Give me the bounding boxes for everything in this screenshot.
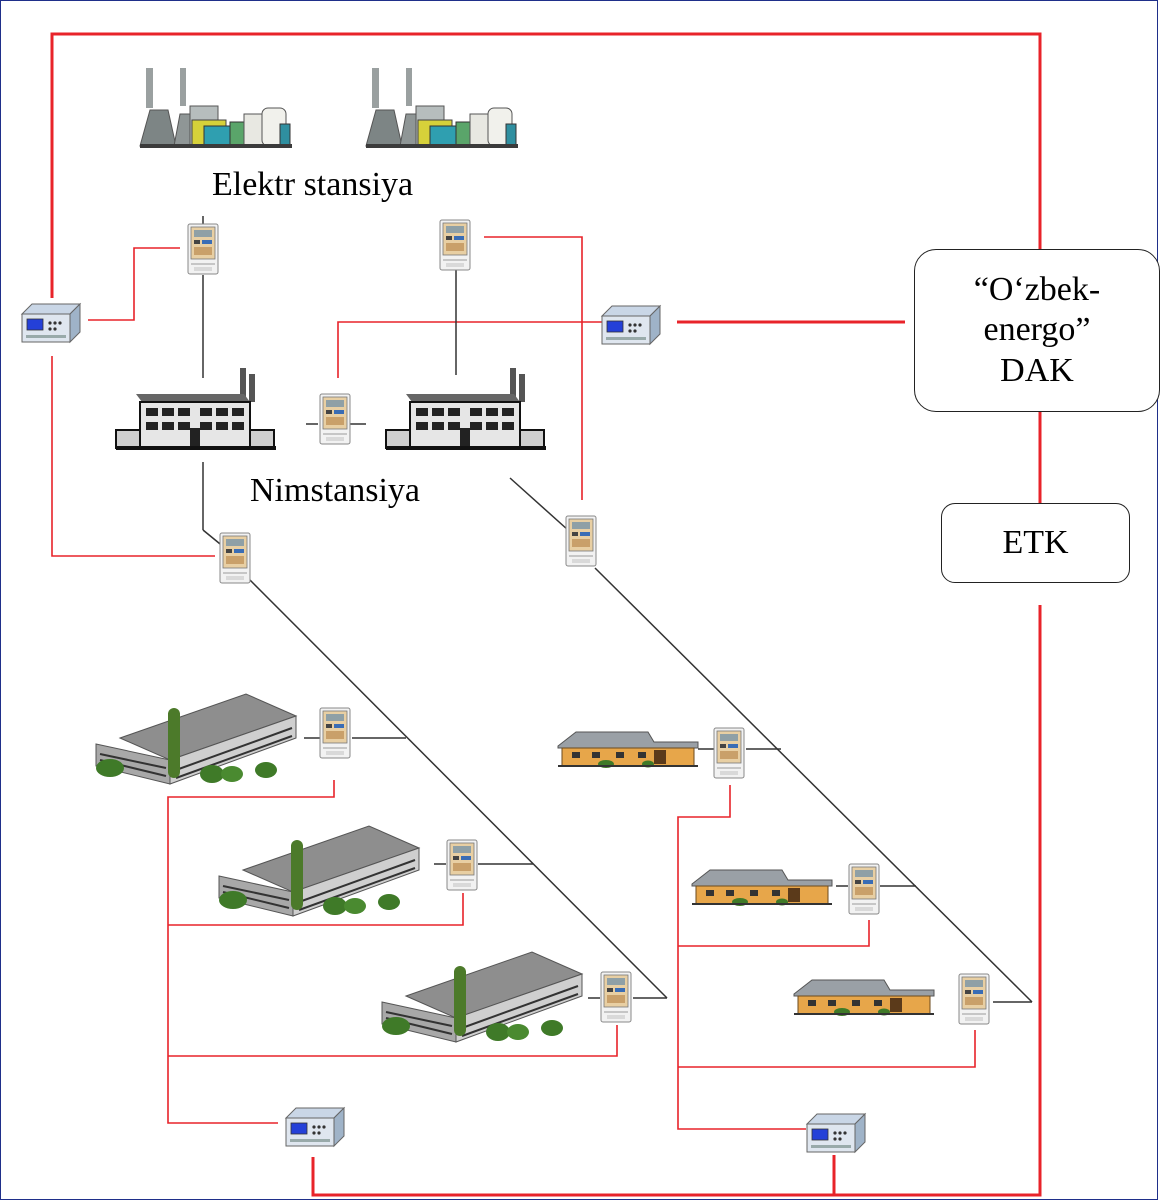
data-concentrator-icon [602,306,660,344]
substation-label: Nimstansiya [250,472,420,509]
plant-meter-to-feeder-meter-line [484,237,582,500]
substation-building-icon [386,368,546,450]
data-concentrator-icon [286,1108,344,1146]
electricity-meter-icon [188,224,218,274]
left-controller-to-feeder-meter-line [52,356,215,556]
communication-lines [52,34,1040,1195]
etk-box: ETK [941,503,1130,583]
power-plant-icon [140,68,292,148]
power-station-label: Elektr stansiya [212,166,413,203]
electricity-meter-icon [320,394,350,444]
controller-to-substation-meter-line [338,322,602,378]
house-icon [692,870,832,906]
controller-to-plant-meter-line [88,248,180,320]
electricity-meter-icon [566,516,596,566]
power-plant-icon [366,68,518,148]
uzbekenergo-line-1: “O‘zbek- [974,270,1100,310]
industrial-building-icon [219,826,419,916]
industrial-meter-bus [168,780,334,1123]
industrial-building-icon [96,694,296,784]
electricity-meter-icon [447,840,477,890]
uzbekenergo-box: “O‘zbek- energo” DAK [914,249,1160,412]
electricity-meter-icon [220,533,250,583]
electricity-meter-icon [320,708,350,758]
residential-meter-bus [678,785,806,1129]
substation-building-icon [116,368,276,450]
data-concentrator-icon [807,1114,865,1152]
house-icon [558,732,698,768]
industrial-building-icon [382,952,582,1042]
uzbekenergo-line-2: energo” [974,310,1100,350]
electricity-meter-icon [714,728,744,778]
etk-to-bottom-line [313,605,1040,1195]
electricity-meter-icon [849,864,879,914]
data-concentrator-icon [22,304,80,342]
electricity-meter-icon [959,974,989,1024]
electricity-meter-icon [440,220,470,270]
etk-label: ETK [1002,523,1068,563]
uzbekenergo-line-3: DAK [974,351,1100,391]
house-icon [794,980,934,1016]
electricity-meter-icon [601,972,631,1022]
